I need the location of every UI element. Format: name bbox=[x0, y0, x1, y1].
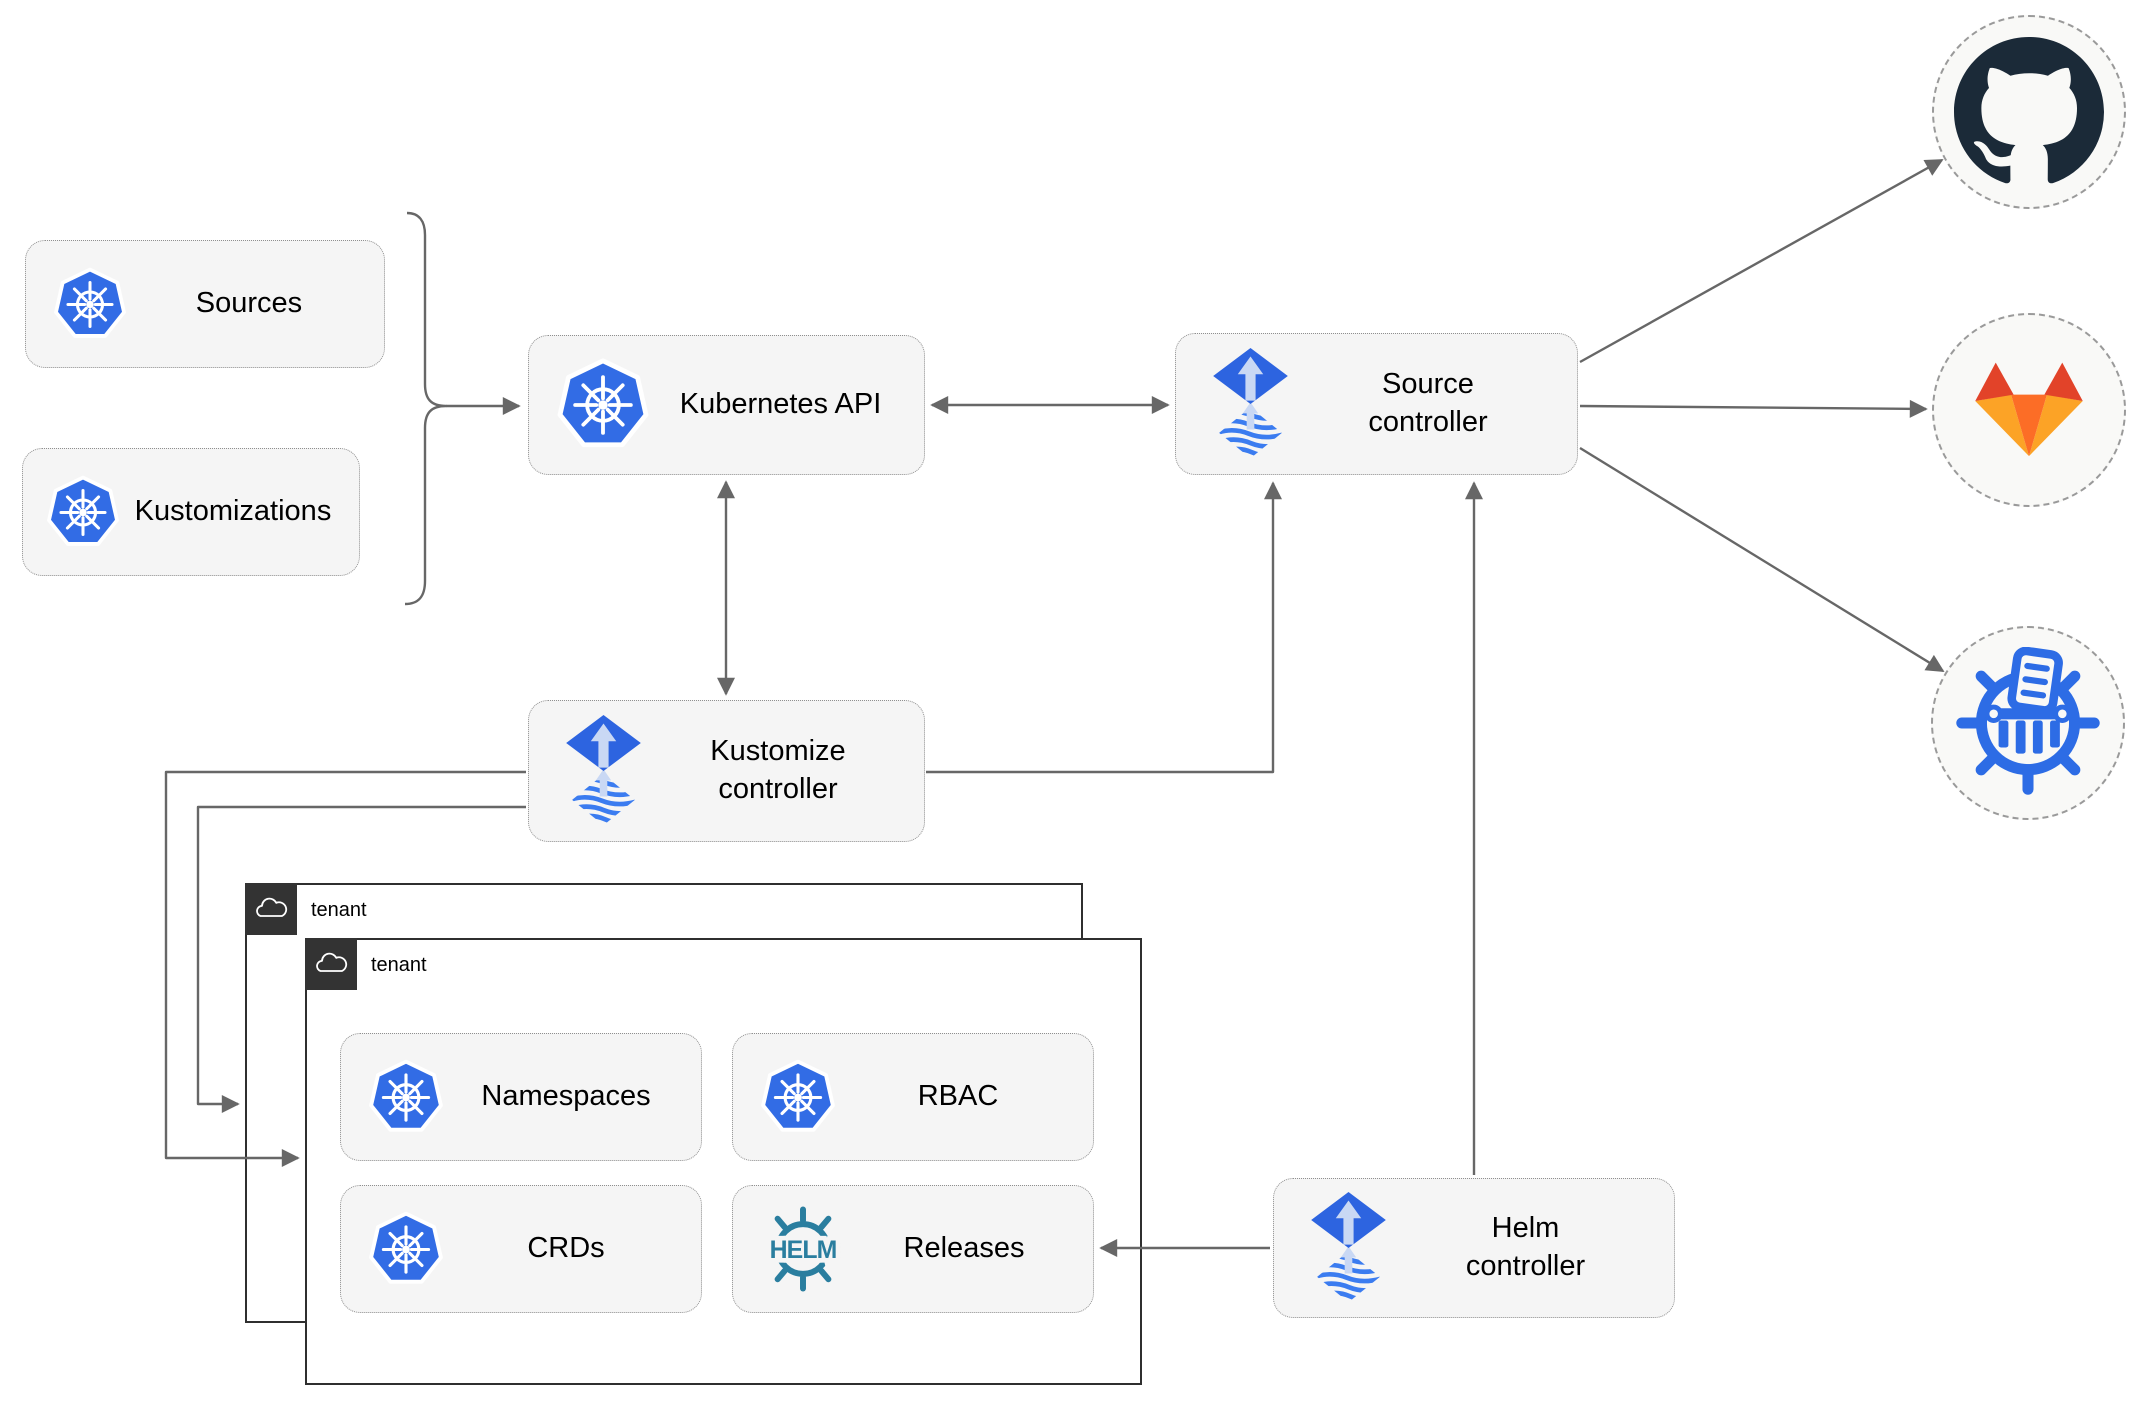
node-label: Helm controller bbox=[1465, 1212, 1586, 1282]
node-source-controller: Source controller bbox=[1175, 333, 1578, 475]
node-kustomize-controller: Kustomize controller bbox=[528, 700, 925, 842]
node-label: CRDs bbox=[527, 1232, 605, 1265]
node-releases: HELM Releases bbox=[732, 1185, 1094, 1313]
node-label: Source controller bbox=[1368, 368, 1488, 438]
helm-icon: HELM bbox=[757, 1203, 849, 1295]
connector-source-to-chartmuseum bbox=[1579, 446, 1945, 673]
bracket-sources-kustomizations bbox=[404, 211, 448, 606]
flux-icon bbox=[1306, 1192, 1391, 1304]
endpoint-gitlab bbox=[1932, 313, 2126, 507]
chartmuseum-icon bbox=[1956, 647, 2100, 795]
kubernetes-icon bbox=[52, 265, 128, 344]
cloud-icon bbox=[253, 895, 289, 922]
flux-icon bbox=[1208, 348, 1293, 460]
gitlab-icon bbox=[1975, 362, 2083, 457]
kubernetes-icon bbox=[45, 473, 121, 552]
kubernetes-icon bbox=[759, 1057, 837, 1138]
node-label: Kustomizations bbox=[134, 495, 332, 528]
node-label: Kubernetes API bbox=[679, 388, 882, 421]
tenant-header bbox=[304, 937, 357, 990]
node-rbac: RBAC bbox=[732, 1033, 1094, 1161]
node-label: Sources bbox=[195, 287, 303, 320]
tenant-label: tenant bbox=[371, 953, 427, 976]
node-label: Kustomize controller bbox=[710, 735, 846, 805]
kubernetes-icon bbox=[555, 355, 651, 455]
node-kubernetes-api: Kubernetes API bbox=[528, 335, 925, 475]
tenant-group-front: tenant bbox=[304, 937, 1142, 1385]
node-helm-controller: Helm controller bbox=[1273, 1178, 1675, 1318]
node-label: Namespaces bbox=[481, 1080, 651, 1113]
endpoint-github bbox=[1932, 15, 2126, 209]
node-namespaces: Namespaces bbox=[340, 1033, 702, 1161]
node-sources: Sources bbox=[25, 240, 385, 368]
tenant-header bbox=[244, 882, 297, 935]
github-icon bbox=[1954, 37, 2104, 184]
endpoint-chartmuseum bbox=[1931, 626, 2125, 820]
flux-icon bbox=[561, 715, 646, 827]
connector-source-to-github bbox=[1579, 158, 1944, 364]
node-label: RBAC bbox=[917, 1080, 999, 1113]
connector-source-to-gitlab bbox=[1579, 399, 1928, 418]
helm-logo-text: HELM bbox=[770, 1237, 837, 1264]
connector-kustomize-to-source-controller bbox=[926, 481, 1282, 774]
tenant-label: tenant bbox=[311, 898, 367, 921]
node-crds: CRDs bbox=[340, 1185, 702, 1313]
kubernetes-icon bbox=[367, 1209, 445, 1290]
node-label: Releases bbox=[903, 1232, 1025, 1265]
kubernetes-icon bbox=[367, 1057, 445, 1138]
node-kustomizations: Kustomizations bbox=[22, 448, 360, 576]
cloud-icon bbox=[313, 950, 349, 977]
